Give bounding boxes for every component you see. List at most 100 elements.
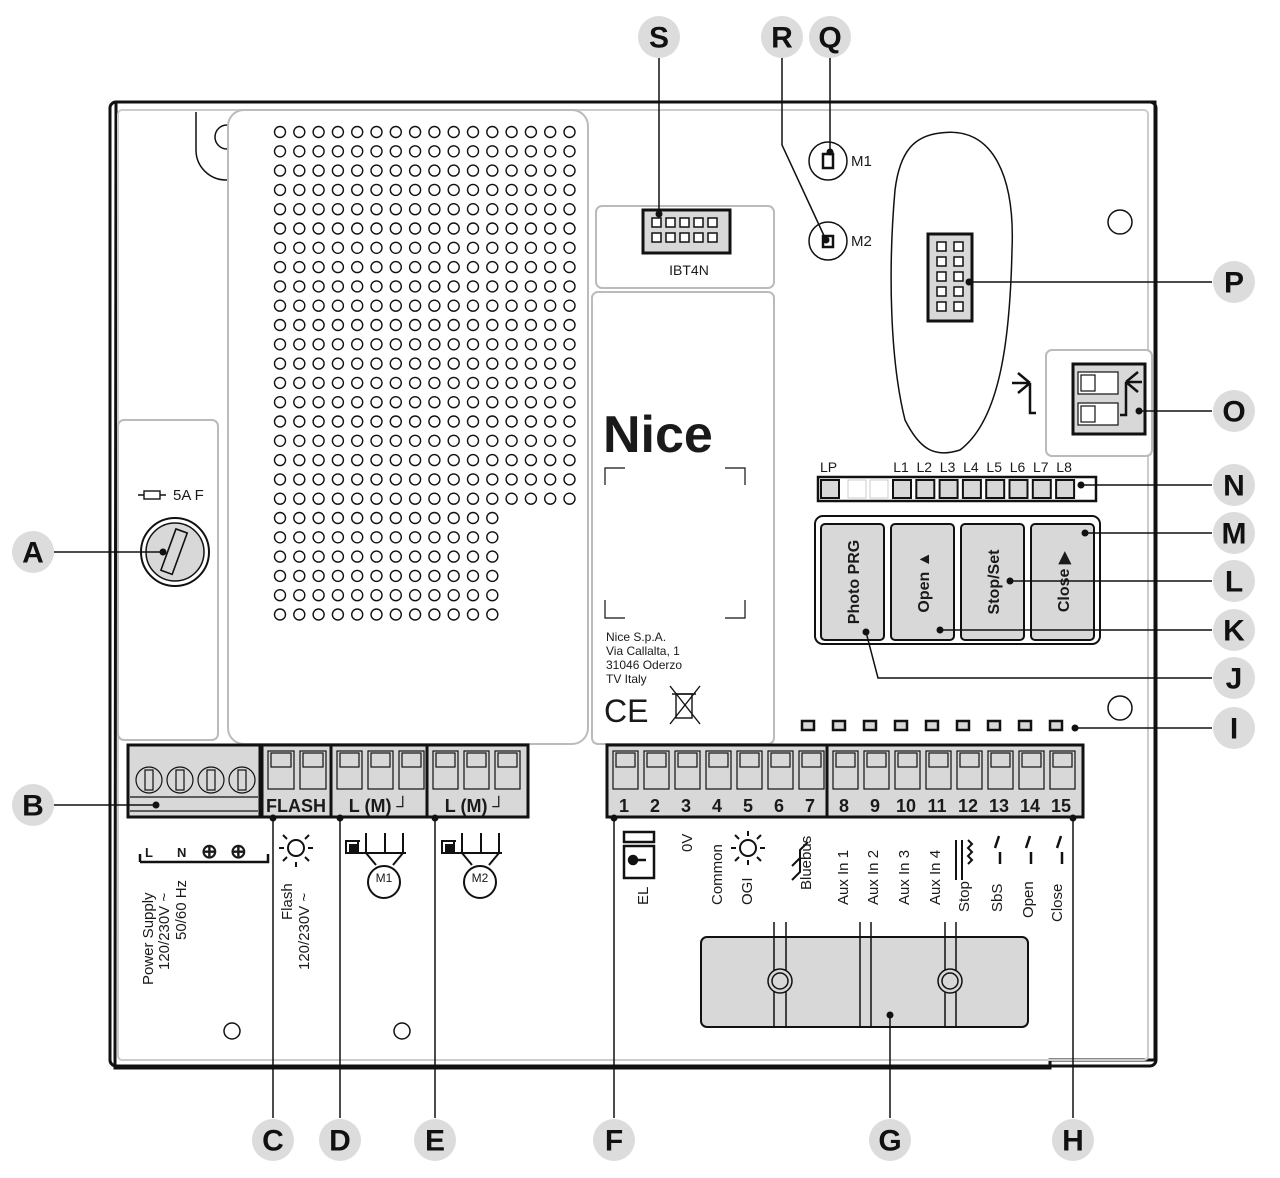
vent-hole xyxy=(351,608,364,621)
vent-hole xyxy=(351,376,364,390)
vent-hole xyxy=(331,222,345,235)
vent-hole xyxy=(505,145,518,158)
vent-hole xyxy=(293,338,306,351)
vent-hole xyxy=(370,183,383,197)
vent-hole xyxy=(447,473,460,486)
vent-hole xyxy=(524,473,538,486)
vent-hole xyxy=(273,125,287,139)
board-frame xyxy=(108,100,1158,1068)
vent-hole xyxy=(370,434,383,447)
led-label-l1: L1 xyxy=(893,459,909,475)
vent-hole xyxy=(563,473,576,486)
pin xyxy=(707,217,718,228)
led-indicator xyxy=(938,479,959,499)
vent-hole xyxy=(331,492,345,505)
vent-hole xyxy=(544,202,557,216)
vent-hole xyxy=(273,280,287,293)
vent-hole xyxy=(293,473,306,486)
button-photo[interactable] xyxy=(820,523,885,641)
vent-hole xyxy=(293,569,306,583)
button-stop-set[interactable] xyxy=(960,523,1025,641)
pin xyxy=(936,271,947,282)
cable-clamp xyxy=(700,936,1029,1028)
vent-hole xyxy=(486,608,499,621)
vent-hole xyxy=(563,280,576,293)
vent-hole xyxy=(331,299,345,312)
vent-hole xyxy=(486,511,499,525)
terminal-screw xyxy=(497,752,518,768)
vent-hole xyxy=(544,473,557,486)
vent-hole xyxy=(524,241,538,255)
status-led xyxy=(831,719,847,732)
motor-m2-label: M2 xyxy=(472,871,489,885)
vent-hole xyxy=(370,164,383,177)
screw-slot xyxy=(237,769,247,791)
earth-icon-2: ⊕ xyxy=(230,841,247,863)
button-close[interactable] xyxy=(1030,523,1095,641)
vent-hole xyxy=(370,569,383,583)
button-open[interactable] xyxy=(890,523,955,641)
vent-hole xyxy=(273,164,287,177)
vent-hole xyxy=(428,202,441,216)
ibt4n-connector[interactable] xyxy=(641,208,732,255)
vent-hole xyxy=(408,241,422,255)
vent-hole xyxy=(524,222,538,235)
vent-hole xyxy=(505,280,518,293)
vent-hole xyxy=(466,125,480,139)
callout-o-badge xyxy=(1213,390,1255,432)
vent-hole xyxy=(447,415,460,428)
callout-j-badge xyxy=(1213,657,1255,699)
vent-hole xyxy=(389,589,402,602)
button-label: Photo PRG xyxy=(846,540,863,624)
vent-hole xyxy=(505,164,518,177)
status-led xyxy=(955,719,971,732)
power-terminal-block[interactable] xyxy=(126,743,262,819)
terminal-screw xyxy=(739,752,760,768)
vent-hole xyxy=(293,125,306,139)
vent-hole xyxy=(524,415,538,428)
vent-hole xyxy=(312,589,325,602)
vent-hole xyxy=(544,376,557,390)
vent-hole xyxy=(563,222,576,235)
vent-hole xyxy=(408,376,422,390)
flash-caption-1: Flash xyxy=(279,883,296,920)
vent-hole xyxy=(293,145,306,158)
vent-hole xyxy=(370,531,383,544)
vent-hole xyxy=(447,299,460,312)
weee-bin-icon xyxy=(669,685,701,725)
pin xyxy=(936,301,947,312)
terminal-number-3: 3 xyxy=(681,796,691,816)
screw-slot xyxy=(175,769,185,791)
led-indicator xyxy=(961,479,982,499)
vent-hole xyxy=(370,125,383,139)
vent-hole xyxy=(428,164,441,177)
callout-e-badge xyxy=(414,1119,456,1161)
vent-hole xyxy=(370,280,383,293)
vent-hole xyxy=(524,164,538,177)
vent-hole xyxy=(447,396,460,409)
vent-hole xyxy=(563,125,576,139)
vent-hole xyxy=(370,376,383,390)
vent-hole xyxy=(273,550,287,563)
terminal-number-4: 4 xyxy=(712,796,722,816)
vent-hole xyxy=(408,299,422,312)
vent-hole xyxy=(331,241,345,255)
vent-hole xyxy=(312,318,325,332)
vent-hole xyxy=(486,531,499,544)
vent-hole xyxy=(428,280,441,293)
vent-hole xyxy=(408,145,422,158)
terminal-screw xyxy=(866,752,887,768)
vent-hole xyxy=(312,608,325,621)
status-led xyxy=(862,719,878,732)
vent-hole xyxy=(273,492,287,505)
callout-n-letter: N xyxy=(1223,470,1245,503)
vent-hole xyxy=(544,260,557,274)
vent-hole xyxy=(505,434,518,447)
radio-connector[interactable] xyxy=(926,232,974,323)
button-label: Stop/Set xyxy=(986,549,1003,615)
vent-hole xyxy=(486,260,499,274)
function-label-ogi: OGI xyxy=(739,877,756,905)
vent-hole xyxy=(524,338,538,351)
